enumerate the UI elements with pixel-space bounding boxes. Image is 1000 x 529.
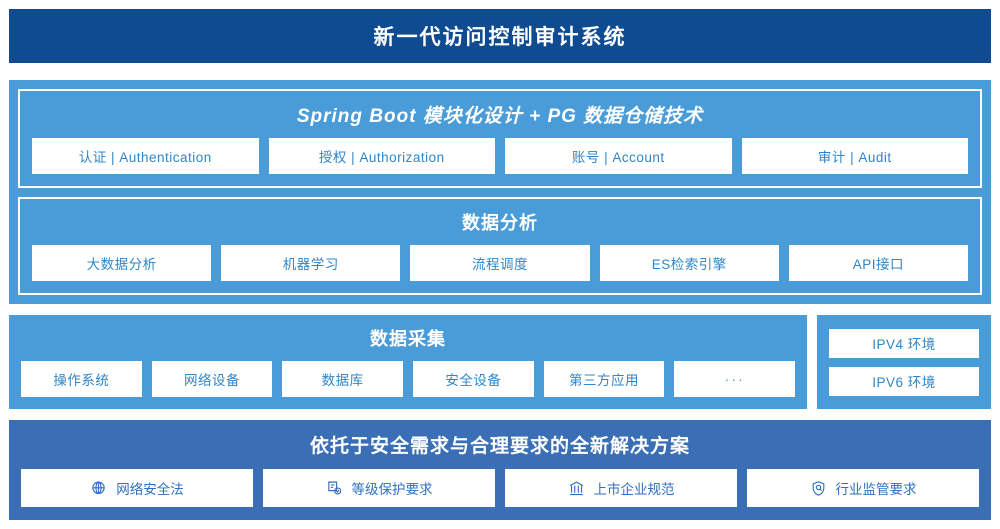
chip-database[interactable]: 数据库	[282, 361, 404, 397]
chip-ipv6-environment[interactable]: IPV6 环境	[829, 366, 979, 396]
chip-process-scheduling[interactable]: 流程调度	[410, 245, 590, 281]
solution-card-title: 依托于安全需求与合理要求的全新解决方案	[309, 436, 690, 457]
chip-security-device[interactable]: 安全设备	[413, 361, 534, 397]
chip-big-data-analysis[interactable]: 大数据分析	[32, 245, 212, 281]
chip-third-party-app[interactable]: 第三方应用	[543, 361, 665, 397]
chip-more-ellipsis[interactable]: ···	[674, 361, 796, 397]
environment-card: IPV4 环境 IPV6 环境	[817, 315, 991, 409]
collection-card: 数据采集 操作系统 网络设备 数据库 安全设备 第三方应用 ···	[9, 315, 807, 409]
chip-cybersecurity-law[interactable]: 网络安全法	[21, 469, 253, 507]
chip-label: 等级保护要求	[351, 482, 433, 497]
chip-label: 上市企业规范	[593, 482, 675, 497]
document-check-icon	[326, 480, 343, 497]
bank-building-icon	[568, 480, 585, 497]
chip-es-search-engine[interactable]: ES检索引擎	[599, 245, 779, 281]
collection-chip-row: 操作系统 网络设备 数据库 安全设备 第三方应用 ···	[21, 361, 796, 397]
page-title: 新一代访问控制审计系统	[373, 26, 627, 49]
analysis-card-title: 数据分析	[462, 213, 538, 233]
chip-classified-protection[interactable]: 等级保护要求	[263, 469, 495, 507]
shield-search-icon	[810, 480, 827, 497]
page-header: 新一代访问控制审计系统	[9, 9, 991, 63]
chip-operating-system[interactable]: 操作系统	[21, 361, 142, 397]
platform-card: Spring Boot 模块化设计 + PG 数据仓储技术 认证 | Authe…	[18, 89, 982, 188]
chip-network-device[interactable]: 网络设备	[151, 361, 273, 397]
platform-card-title: Spring Boot 模块化设计 + PG 数据仓储技术	[296, 106, 704, 127]
chip-ipv4-environment[interactable]: IPV4 环境	[829, 328, 979, 358]
solution-section: 依托于安全需求与合理要求的全新解决方案 网络安全法	[9, 420, 991, 520]
chip-label: 网络安全法	[116, 482, 184, 497]
chip-label: 行业监管要求	[835, 482, 917, 497]
analysis-card: 数据分析 大数据分析 机器学习 流程调度 ES检索引擎 API接口	[18, 197, 982, 295]
analysis-chip-row: 大数据分析 机器学习 流程调度 ES检索引擎 API接口	[32, 245, 969, 281]
collection-card-title: 数据采集	[370, 329, 446, 349]
chip-authentication[interactable]: 认证 | Authentication	[32, 138, 259, 174]
chip-account[interactable]: 账号 | Account	[505, 138, 732, 174]
chip-api-interface[interactable]: API接口	[788, 245, 969, 281]
chip-audit[interactable]: 审计 | Audit	[741, 138, 968, 174]
globe-network-icon	[90, 480, 107, 497]
solution-chip-row: 网络安全法 等级保护要求	[21, 469, 979, 507]
platform-section: Spring Boot 模块化设计 + PG 数据仓储技术 认证 | Authe…	[9, 80, 991, 304]
platform-chip-row: 认证 | Authentication 授权 | Authorization 账…	[32, 138, 968, 174]
collection-section: 数据采集 操作系统 网络设备 数据库 安全设备 第三方应用 ··· IPV4 环…	[9, 315, 991, 409]
chip-industry-regulation[interactable]: 行业监管要求	[747, 469, 979, 507]
chip-machine-learning[interactable]: 机器学习	[221, 245, 401, 281]
chip-listed-company-standards[interactable]: 上市企业规范	[505, 469, 737, 507]
chip-authorization[interactable]: 授权 | Authorization	[268, 138, 495, 174]
